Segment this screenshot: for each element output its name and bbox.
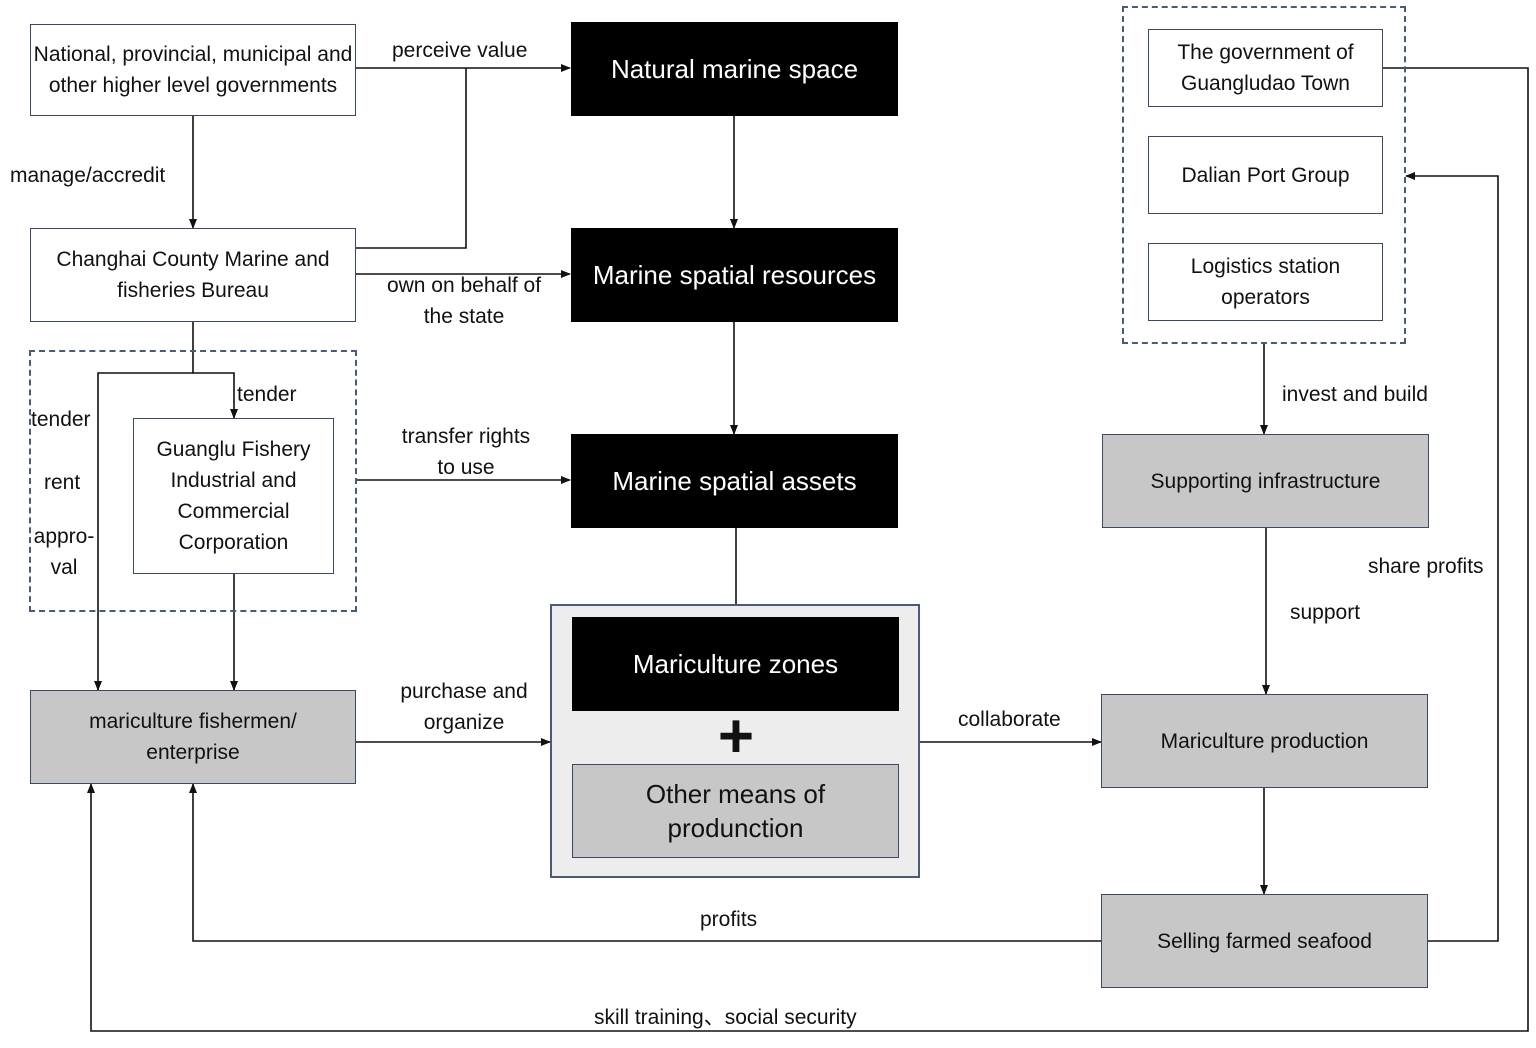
- label-tender-right: tender: [237, 383, 297, 406]
- bureau-label: Changhai County Marine and fisheries Bur…: [56, 248, 330, 302]
- label-profits: profits: [700, 908, 758, 931]
- logistics-label: Logistics station operators: [1190, 255, 1341, 309]
- logistics-box: Logistics station operators: [1148, 243, 1383, 321]
- port-group-label: Dalian Port Group: [1181, 163, 1350, 187]
- town-government-box: The government of Guangludao Town: [1148, 29, 1383, 107]
- fishermen-label: mariculture fishermen/ enterprise: [89, 710, 297, 764]
- marine-spatial-assets-box: Marine spatial assets: [571, 434, 898, 528]
- corporation-label: Guanglu Fishery Industrial and Commercia…: [156, 438, 311, 554]
- marine-spatial-resources-box: Marine spatial resources: [571, 228, 898, 322]
- label-own-on-behalf: own on behalf of the state: [386, 274, 542, 328]
- natural-marine-space-box: Natural marine space: [571, 22, 898, 116]
- higher-government-box: National, provincial, municipal and othe…: [30, 24, 356, 116]
- selling-label: Selling farmed seafood: [1157, 929, 1372, 953]
- production-label: Mariculture production: [1160, 729, 1369, 753]
- marine-spatial-resources-label: Marine spatial resources: [592, 260, 877, 290]
- mariculture-zones-box: Mariculture zones: [572, 617, 899, 711]
- infrastructure-label: Supporting infrastructure: [1150, 469, 1381, 493]
- port-group-box: Dalian Port Group: [1148, 136, 1383, 214]
- label-invest-build: invest and build: [1282, 383, 1428, 406]
- corporation-box: Guanglu Fishery Industrial and Commercia…: [133, 418, 334, 574]
- line-bureau-perceive: [356, 68, 467, 249]
- arrow-skill-training: [87, 67, 1529, 1032]
- label-approval: appro- val: [33, 525, 95, 579]
- label-perceive-value: perceive value: [392, 39, 528, 62]
- arrow-share-profits: [1405, 172, 1499, 942]
- mariculture-zones-label: Mariculture zones: [632, 649, 839, 679]
- production-box: Mariculture production: [1101, 694, 1428, 788]
- higher-government-label: National, provincial, municipal and othe…: [33, 43, 353, 97]
- label-rent: rent: [44, 471, 81, 494]
- corporation-group: [29, 350, 357, 612]
- marine-spatial-assets-label: Marine spatial assets: [612, 466, 857, 496]
- label-support: support: [1290, 601, 1361, 624]
- label-skill-training: skill training、social security: [594, 1006, 857, 1029]
- stakeholder-group: [1122, 6, 1406, 344]
- fishermen-box: mariculture fishermen/ enterprise: [30, 690, 356, 784]
- town-government-label: The government of Guangludao Town: [1177, 41, 1354, 95]
- label-manage-accredit: manage/accredit: [10, 164, 166, 187]
- label-tender-left: tender: [31, 408, 91, 431]
- selling-box: Selling farmed seafood: [1101, 894, 1428, 988]
- infrastructure-box: Supporting infrastructure: [1102, 434, 1429, 528]
- label-collaborate: collaborate: [958, 708, 1061, 731]
- other-means-box: Other means of produnction: [572, 764, 899, 858]
- label-share-profits: share profits: [1368, 555, 1484, 578]
- label-purchase-organize: purchase and organize: [400, 680, 528, 734]
- natural-marine-space-label: Natural marine space: [610, 54, 859, 84]
- other-means-label: Other means of produnction: [645, 779, 826, 843]
- arrow-tender-corporation: [192, 322, 238, 419]
- arrow-tender-fishermen: [94, 372, 193, 691]
- arrow-profits: [189, 783, 1101, 942]
- plus-sign: +: [717, 702, 755, 771]
- bureau-box: Changhai County Marine and fisheries Bur…: [30, 228, 356, 322]
- label-transfer-rights: transfer rights to use: [401, 425, 531, 479]
